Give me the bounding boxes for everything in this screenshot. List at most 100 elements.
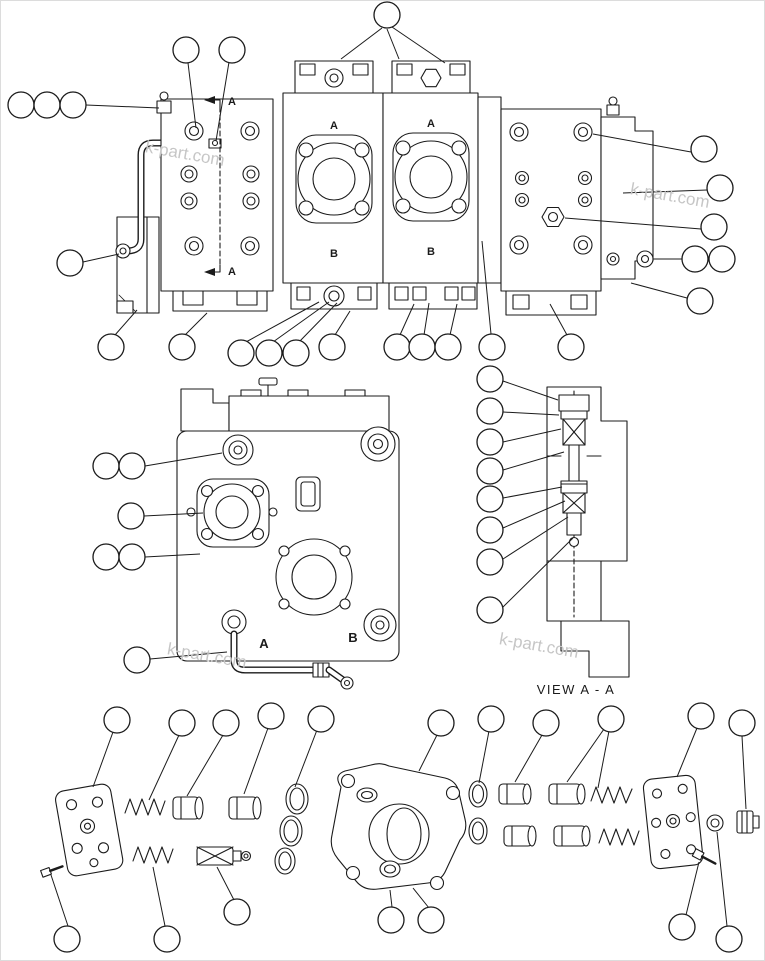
leader-line [502, 451, 565, 471]
callout-balloon [417, 906, 445, 934]
callout-balloon [33, 91, 61, 119]
callout-balloon [706, 174, 734, 202]
leader-line [152, 866, 166, 927]
leader-line [630, 282, 688, 299]
callout-balloon [257, 702, 285, 730]
leader-line [149, 651, 228, 660]
leader-line [685, 861, 700, 916]
leader-line [114, 309, 138, 336]
leader-line [272, 301, 330, 343]
leader-line [144, 452, 223, 467]
leader-line [622, 189, 708, 194]
leader-line [389, 889, 393, 908]
leader-line [340, 27, 383, 60]
leader-line [399, 303, 415, 336]
callout-balloon [708, 245, 736, 273]
leader-line [592, 133, 692, 153]
leader-line [676, 727, 698, 778]
leader-lines [50, 26, 747, 927]
leader-line [187, 62, 197, 129]
callout-balloon [477, 705, 505, 733]
valve-section-1 [282, 60, 384, 310]
callout-balloon [172, 36, 200, 64]
leader-line [412, 887, 430, 909]
leader-line [245, 301, 320, 343]
pipe-elbow-left [115, 139, 165, 259]
diagram-label-section1-port-a: A [330, 120, 338, 132]
screw-small-right [691, 848, 717, 865]
o-rings-left [274, 783, 309, 875]
o-rings-right [468, 780, 488, 845]
leader-line [716, 831, 728, 927]
diagram-label-section1-port-b: B [330, 248, 338, 260]
screw-small-left [40, 865, 64, 878]
leader-line [243, 727, 269, 795]
plug-piston-1 [172, 796, 204, 820]
callout-balloon [476, 516, 504, 544]
callout-balloon [476, 485, 504, 513]
leader-line [502, 500, 566, 529]
section-view-a-a [546, 386, 630, 678]
callout-balloon [681, 245, 709, 273]
leader-line [502, 380, 559, 401]
callout-balloon [212, 709, 240, 737]
leader-line [215, 61, 230, 142]
callout-balloon [687, 702, 715, 730]
end-cover-left [55, 783, 124, 877]
leader-line [184, 312, 208, 336]
callout-balloon [476, 457, 504, 485]
plug-piston-2 [228, 796, 262, 820]
leader-line [502, 516, 569, 560]
callout-balloon [427, 709, 455, 737]
callout-balloon [56, 249, 84, 277]
callout-balloons [7, 1, 756, 953]
leader-line [597, 730, 610, 789]
leader-line [82, 253, 120, 263]
callout-balloon [532, 709, 560, 737]
valve-section-2 [382, 60, 479, 310]
sleeve-bushings [498, 783, 591, 847]
callout-balloon [103, 706, 131, 734]
diagram-label-section2-port-a: A [427, 118, 435, 130]
leader-line [502, 411, 560, 416]
callout-balloon [377, 906, 405, 934]
callout-balloon [728, 709, 756, 737]
section-cut-arrow-bottom [213, 264, 221, 273]
callout-balloon [408, 333, 436, 361]
callout-balloon [597, 705, 625, 733]
callout-balloon [690, 135, 718, 163]
diagram-label-section-cut-letter-bottom: A [228, 266, 236, 278]
callout-balloon [476, 428, 504, 456]
callout-balloon [92, 452, 120, 480]
leader-line [502, 537, 574, 608]
callout-balloon [282, 339, 310, 367]
callout-balloon [307, 705, 335, 733]
diagram-label-section-cut-letter-top: A [228, 96, 236, 108]
leader-line [144, 553, 201, 558]
leader-line [418, 734, 438, 772]
leader-line [216, 866, 235, 901]
hex-plug-top [420, 68, 442, 88]
callout-balloon [153, 925, 181, 953]
spring-4 [598, 828, 640, 846]
callout-balloon [59, 91, 87, 119]
leader-line [148, 734, 180, 801]
tie-rod-section [477, 96, 502, 284]
drain-hose [230, 630, 354, 690]
leader-line [50, 874, 69, 927]
callout-balloon [686, 287, 714, 315]
callout-balloon [168, 333, 196, 361]
breather-fitting [258, 377, 278, 386]
callout-balloon [117, 502, 145, 530]
callout-balloon [218, 36, 246, 64]
washer-right [706, 814, 724, 832]
callout-balloon [118, 543, 146, 571]
callout-balloon [715, 925, 743, 953]
callout-balloon [255, 339, 283, 367]
pump-assembly-front [176, 377, 400, 690]
diagram-label-pump-port-b: B [348, 630, 357, 645]
leader-line [741, 735, 747, 810]
leader-line [386, 28, 400, 60]
callout-balloon [476, 365, 504, 393]
